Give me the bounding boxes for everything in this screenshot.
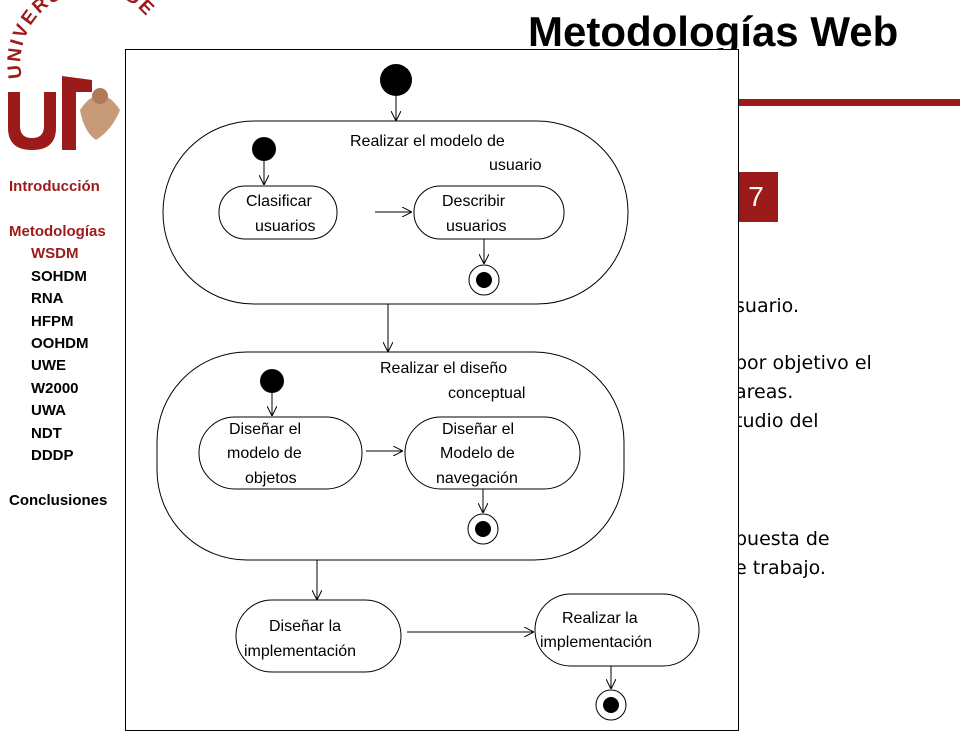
initial-node xyxy=(260,369,284,393)
page-title: Metodologías Web xyxy=(528,8,899,55)
initial-node xyxy=(252,137,276,161)
activity-group-user-model xyxy=(162,120,629,305)
nav-item-oohdm[interactable]: OOHDM xyxy=(31,335,89,352)
body-text-line: suario. xyxy=(735,295,800,317)
action-label: usuarios xyxy=(255,218,315,235)
action-design-object-model xyxy=(198,416,363,490)
group-label: Realizar el diseño xyxy=(380,360,507,377)
title-rule xyxy=(735,99,960,106)
body-text-line: e trabajo. xyxy=(735,557,826,579)
group-label: Realizar el modelo de xyxy=(350,133,505,150)
nav-item-uwe[interactable]: UWE xyxy=(31,357,66,374)
action-label: Diseñar el xyxy=(229,421,301,438)
action-label: implementación xyxy=(244,643,356,660)
nav-item-uwa[interactable]: UWA xyxy=(31,402,66,419)
activity-group-conceptual-design xyxy=(156,351,625,561)
action-label: Clasificar xyxy=(246,193,312,210)
nav-methodologies[interactable]: Metodologías xyxy=(9,223,106,240)
action-design-implementation xyxy=(235,599,402,673)
action-label: implementación xyxy=(540,634,652,651)
action-label: Diseñar la xyxy=(269,618,341,635)
nav-introduction[interactable]: Introducción xyxy=(9,178,100,195)
body-text-line: puesta de xyxy=(735,528,830,550)
activity-diagram-panel: Realizar el modelo de usuario Clasificar… xyxy=(125,49,739,731)
body-text-line: tudio del xyxy=(735,410,819,432)
body-text-line: areas. xyxy=(735,381,794,403)
group-label: conceptual xyxy=(448,385,525,402)
action-label: Realizar la xyxy=(562,610,638,627)
nav-item-w2000[interactable]: W2000 xyxy=(31,380,79,397)
action-do-implementation xyxy=(534,593,700,667)
slide-number: 7 xyxy=(734,172,778,222)
action-label: Diseñar el xyxy=(442,421,514,438)
nav-item-wsdm[interactable]: WSDM xyxy=(31,245,79,262)
nav-item-ndt[interactable]: NDT xyxy=(31,425,62,442)
initial-node xyxy=(380,64,412,96)
university-logo: UNIVERSIDAD DE xyxy=(4,0,157,150)
nav-conclusions[interactable]: Conclusiones xyxy=(9,492,108,509)
group-label: usuario xyxy=(489,157,542,174)
action-describe-users xyxy=(413,185,565,240)
action-label: navegación xyxy=(436,470,518,487)
final-node-core xyxy=(603,697,619,713)
action-label: Modelo de xyxy=(440,445,515,462)
nav-item-dddp[interactable]: DDDP xyxy=(31,447,74,464)
action-label: objetos xyxy=(245,470,297,487)
nav-item-rna[interactable]: RNA xyxy=(31,290,64,307)
action-label: Describir xyxy=(442,193,506,210)
nav-item-sohdm[interactable]: SOHDM xyxy=(31,268,87,285)
action-label: modelo de xyxy=(227,445,302,462)
final-node xyxy=(467,513,499,545)
final-node-core xyxy=(475,521,491,537)
action-label: usuarios xyxy=(446,218,506,235)
nav-item-hfpm[interactable]: HFPM xyxy=(31,313,74,330)
final-node-core xyxy=(476,272,492,288)
final-node xyxy=(468,264,500,296)
action-classify-users xyxy=(218,185,338,240)
body-text-line: por objetivo el xyxy=(735,352,872,374)
action-design-navigation-model xyxy=(404,416,581,490)
